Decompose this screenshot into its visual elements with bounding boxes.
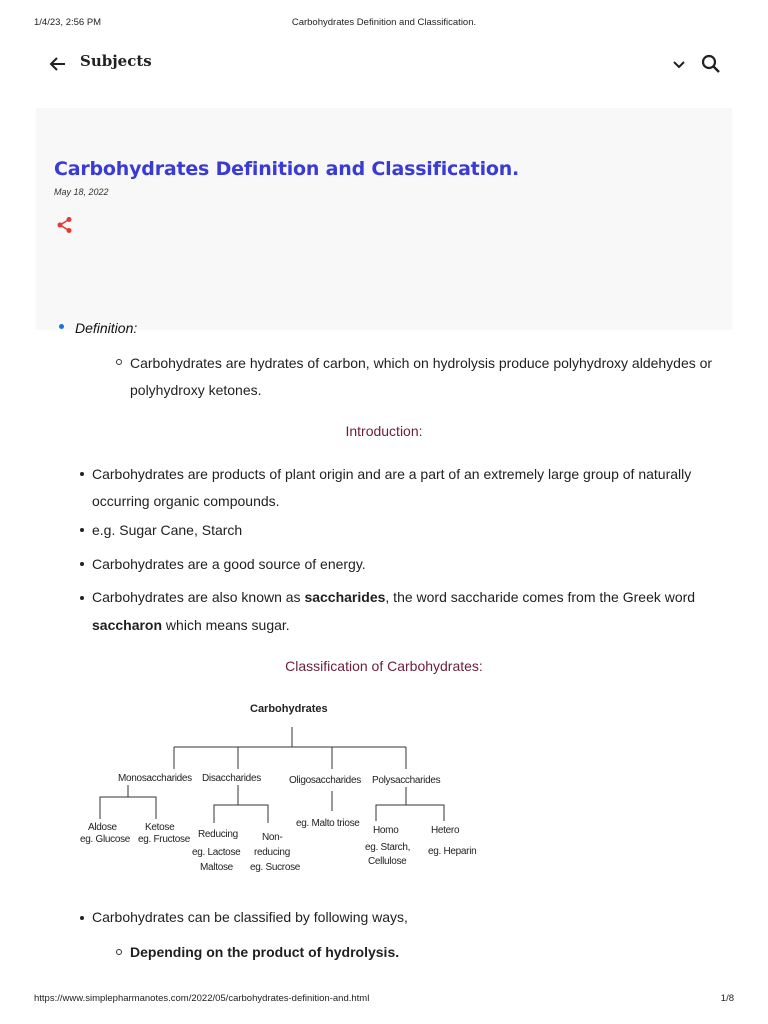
- introduction-heading: Introduction:: [345, 423, 423, 439]
- top-bar: Subjects: [0, 46, 768, 78]
- node-nonred-1: Non-: [262, 832, 283, 843]
- node-di: Disaccharides: [202, 773, 261, 784]
- classification-sub-1: Depending on the product of hydrolysis.: [130, 943, 399, 961]
- sub-bullet: [116, 359, 122, 365]
- print-doc-title: Carbohydrates Definition and Classificat…: [291, 17, 477, 28]
- node-reducing-eg2: Maltose: [200, 862, 233, 873]
- node-reducing-eg1: eg. Lactose: [192, 847, 241, 858]
- node-aldose-eg: eg. Glucose: [80, 834, 131, 845]
- node-mono: Monosaccharides: [118, 773, 192, 784]
- intro-bullet-4-cont: saccharon which means sugar.: [92, 616, 290, 634]
- diagram-lines: [99, 727, 445, 823]
- node-aldose: Aldose: [88, 822, 117, 833]
- post-date: May 18, 2022: [54, 187, 109, 197]
- node-reducing: Reducing: [198, 829, 238, 840]
- bullet: [80, 916, 84, 920]
- node-homo-eg2: Cellulose: [368, 856, 407, 867]
- intro-bullet-1b: occurring organic compounds.: [92, 493, 280, 509]
- classification-bullet-1: Carbohydrates can be classified by follo…: [92, 909, 408, 925]
- bullet: [80, 472, 84, 476]
- bullet: [80, 562, 84, 566]
- text: , the word saccharide comes from the Gre…: [385, 589, 696, 605]
- node-root: Carbohydrates: [250, 703, 328, 715]
- node-ketose: Ketose: [145, 822, 175, 833]
- print-header: 1/4/23, 2:56 PM Carbohydrates Definition…: [0, 17, 768, 31]
- bullet: [59, 324, 64, 329]
- print-datetime: 1/4/23, 2:56 PM: [34, 17, 102, 28]
- text: Depending on the product of hydrolysis.: [130, 944, 400, 960]
- intro-bullet-4: Carbohydrates are also known as sacchari…: [92, 588, 695, 606]
- definition-label: Definition:: [75, 320, 138, 336]
- bullet: [80, 596, 84, 600]
- node-oligo: Oligosaccharides: [289, 775, 361, 786]
- sub-bullet: [116, 949, 122, 955]
- post-header: Carbohydrates Definition and Classificat…: [36, 108, 732, 330]
- share-icon[interactable]: [56, 216, 74, 234]
- arrow-left-icon[interactable]: [48, 54, 68, 74]
- term-saccharon: saccharon: [92, 617, 163, 633]
- intro-bullet-2: e.g. Sugar Cane, Starch: [92, 522, 243, 538]
- subjects-link[interactable]: Subjects: [80, 52, 152, 70]
- definition-text-2: polyhydroxy ketones.: [130, 382, 262, 398]
- intro-bullet-1a: Carbohydrates are products of plant orig…: [92, 466, 692, 482]
- intro-bullet-3: Carbohydrates are a good source of energ…: [92, 556, 366, 572]
- node-hetero-eg: eg. Heparin: [428, 846, 477, 857]
- node-oligo-eg: eg. Malto triose: [296, 818, 360, 829]
- chevron-down-icon[interactable]: [670, 56, 688, 74]
- print-page-number: 1/8: [720, 993, 734, 1004]
- node-homo: Homo: [373, 825, 399, 836]
- bullet: [80, 528, 84, 532]
- text: which means sugar.: [162, 617, 290, 633]
- text: Carbohydrates are also known as: [92, 589, 305, 605]
- node-ketose-eg: eg. Fructose: [138, 834, 190, 845]
- definition-text-1: Carbohydrates are hydrates of carbon, wh…: [130, 355, 713, 371]
- node-nonred-eg: eg. Sucrose: [250, 862, 301, 873]
- classification-heading: Classification of Carbohydrates:: [285, 658, 483, 674]
- post-title: Carbohydrates Definition and Classificat…: [54, 158, 520, 180]
- term-saccharides: saccharides: [304, 589, 386, 605]
- node-hetero: Hetero: [431, 825, 460, 836]
- node-nonred-2: reducing: [254, 847, 290, 858]
- node-homo-eg1: eg. Starch,: [365, 842, 411, 853]
- classification-diagram: Carbohydrates Monosaccharides Disacchari…: [70, 695, 490, 885]
- print-url: https://www.simplepharmanotes.com/2022/0…: [34, 993, 370, 1004]
- search-icon[interactable]: [700, 53, 722, 75]
- node-poly: Polysaccharides: [372, 775, 441, 786]
